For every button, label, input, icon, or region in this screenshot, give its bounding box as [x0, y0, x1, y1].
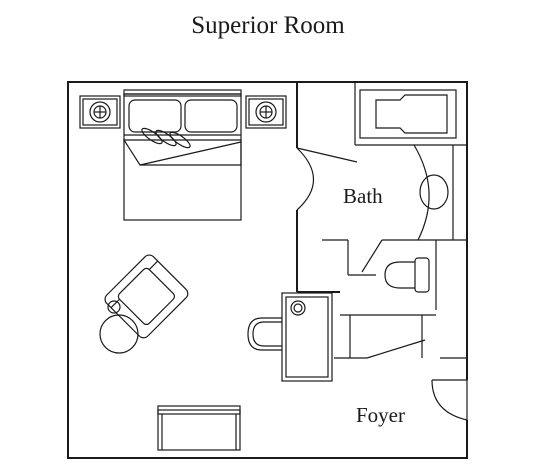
toilet: [384, 257, 430, 293]
desk: [281, 292, 333, 382]
armchair: [104, 254, 189, 339]
side-table: [99, 300, 139, 354]
doors: [296, 147, 468, 421]
room-label-bath: Bath: [343, 184, 383, 208]
bench: [157, 405, 241, 451]
desk-chair: [247, 317, 285, 351]
outer-walls: [67, 81, 468, 459]
bathtub: [359, 89, 457, 139]
vanity-sink: [413, 144, 454, 241]
nightstand-left: [79, 95, 121, 129]
bed: [122, 89, 242, 221]
nightstand-right: [245, 95, 287, 129]
room-label-foyer: Foyer: [356, 403, 405, 427]
floorplan-title: Superior Room: [191, 12, 345, 39]
